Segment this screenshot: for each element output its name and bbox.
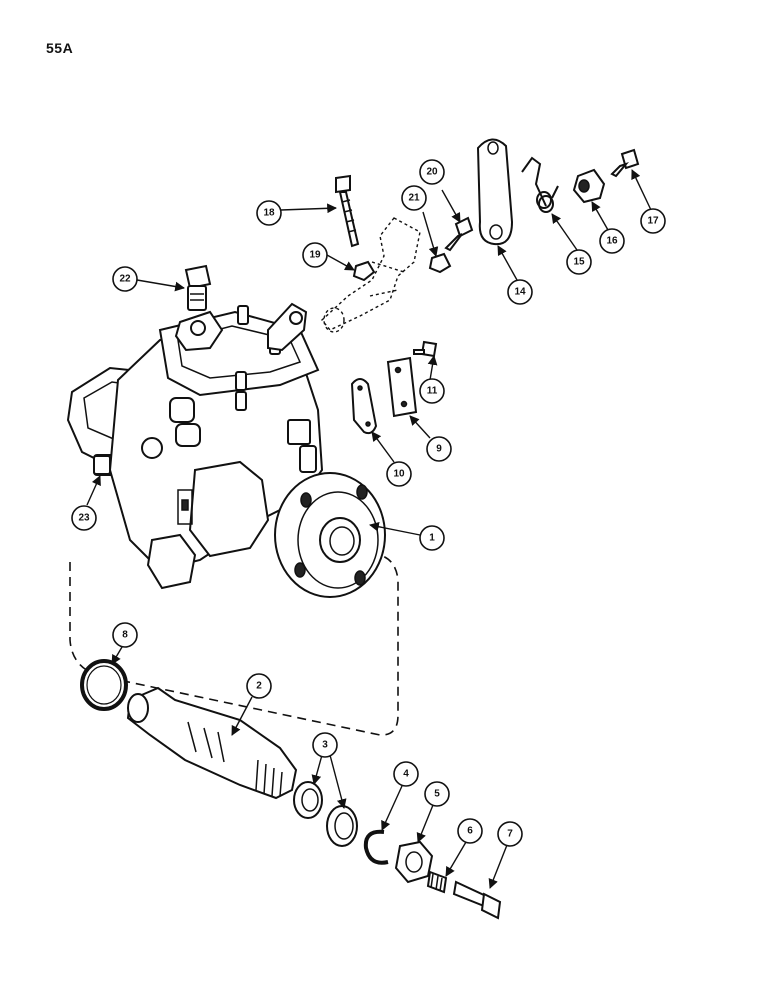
part-17-screw (610, 148, 640, 178)
callout-9-label: 9 (436, 444, 442, 455)
callout-1: 1 (419, 525, 445, 551)
callout-17: 17 (640, 208, 666, 234)
callout-20: 20 (419, 159, 445, 185)
part-9-plate (386, 356, 418, 418)
callout-23-label: 23 (78, 513, 90, 524)
callout-18-label: 18 (263, 208, 275, 219)
callout-5: 5 (424, 781, 450, 807)
part-10-gasket (350, 378, 378, 435)
part-20-screw (444, 216, 474, 252)
part-3-bearing-seal (293, 781, 358, 847)
callout-5-label: 5 (434, 789, 440, 800)
callout-14-label: 14 (514, 287, 526, 298)
callout-21-label: 21 (408, 193, 420, 204)
callout-21: 21 (401, 185, 427, 211)
callout-16-label: 16 (606, 236, 618, 247)
callout-17-label: 17 (647, 216, 659, 227)
callout-23: 23 (71, 505, 97, 531)
callout-6: 6 (457, 818, 483, 844)
callout-10-label: 10 (393, 469, 405, 480)
callout-20-label: 20 (426, 167, 438, 178)
callout-15-label: 15 (573, 257, 585, 268)
callout-8-label: 8 (122, 630, 128, 641)
callout-16: 16 (599, 228, 625, 254)
callout-4: 4 (393, 761, 419, 787)
callout-18: 18 (256, 200, 282, 226)
assembly-boundary-outline (69, 554, 399, 736)
callout-7: 7 (497, 821, 523, 847)
part-2-drive-shaft (126, 686, 298, 800)
part-5-nut (394, 840, 434, 884)
part-19-nut (352, 260, 376, 282)
callout-11: 11 (419, 378, 445, 404)
page-label: 55A (46, 40, 74, 56)
callout-14: 14 (507, 279, 533, 305)
callout-10: 10 (386, 461, 412, 487)
callout-22-label: 22 (119, 274, 131, 285)
callout-4-label: 4 (403, 769, 409, 780)
part-8-o-ring (80, 659, 128, 711)
callout-1-label: 1 (429, 533, 435, 544)
callout-2-label: 2 (256, 681, 262, 692)
callout-6-label: 6 (467, 826, 473, 837)
part-4-snap-ring (363, 829, 389, 865)
callout-19: 19 (302, 242, 328, 268)
callout-15: 15 (566, 249, 592, 275)
part-7-bolt (452, 880, 502, 920)
part-18-screw (335, 174, 360, 248)
part-11-screw (413, 340, 438, 358)
part-15-spring (521, 156, 559, 213)
callout-2: 2 (246, 673, 272, 699)
callout-19-label: 19 (309, 250, 321, 261)
leader-lines (86, 169, 652, 889)
callout-3: 3 (312, 732, 338, 758)
callout-8: 8 (112, 622, 138, 648)
part-6-set-screw (426, 870, 448, 894)
callout-22: 22 (112, 266, 138, 292)
part-16-bushing (572, 168, 606, 204)
part-21-nut (428, 252, 452, 274)
callout-3-label: 3 (322, 740, 328, 751)
part-14-link (476, 138, 514, 246)
part-22-fitting (184, 264, 212, 311)
callout-9: 9 (426, 436, 452, 462)
callout-11-label: 11 (427, 386, 438, 397)
pump-body (66, 302, 386, 598)
callout-7-label: 7 (507, 829, 513, 840)
throttle-lever-phantom (321, 217, 421, 333)
